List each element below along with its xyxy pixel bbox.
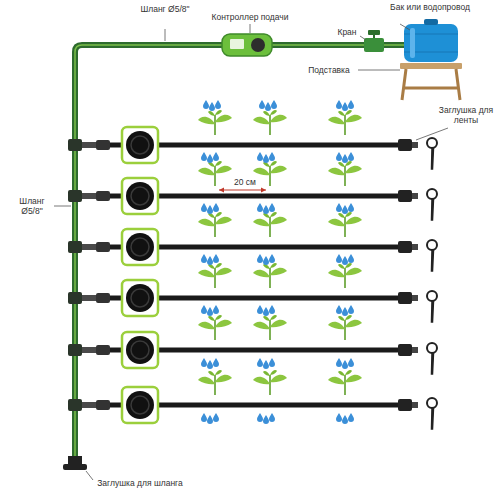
drop-cluster [259,100,277,111]
hose-plug [68,456,82,464]
plant [198,370,232,395]
drop-cluster [201,152,219,163]
drop-cluster [257,203,275,214]
plant [198,263,232,288]
hose-label: Шланг Ø5/8" [10,196,54,216]
tank-cap [424,19,438,25]
tank [404,24,458,62]
drop-cluster [257,152,275,163]
stand-legs [402,69,460,100]
drip-tape-row [68,178,437,220]
tank-label: Бак или водопровод [384,2,476,12]
drip-tape-row [68,127,437,169]
hose-plug-base [63,464,87,470]
hose-label: Шланг Ø5/8" [140,4,190,14]
dimension-label: 20 см [224,177,266,187]
drop-cluster [257,358,275,369]
controller-dial [251,38,265,52]
plant [253,315,287,340]
plant [253,212,287,237]
controller-display [230,39,244,49]
drop-cluster [201,413,219,424]
hose-plug-label: Заглушка для шланга [94,478,186,488]
plant [253,263,287,288]
valve-stem [373,35,375,38]
drop-cluster [336,358,354,369]
drip-tape-row [68,280,437,322]
plant [328,212,362,237]
tape-plug-label: Заглушка для ленты [437,105,495,125]
dimension-line [219,190,266,191]
plant [328,161,362,186]
valve [364,38,384,52]
plant [328,370,362,395]
drop-cluster [257,305,275,316]
drip-tape-row [68,332,437,374]
valve-handle [368,30,380,35]
leader-lines [54,24,448,480]
drop-cluster [336,305,354,316]
controller [222,34,272,56]
drop-cluster [257,413,275,424]
drop-cluster [336,203,354,214]
drop-cluster [201,203,219,214]
plant [253,370,287,395]
plant [198,315,232,340]
drop-cluster [203,100,221,111]
drip-tape-row [68,387,437,429]
plant [328,263,362,288]
drip-tape-row [68,229,437,271]
plant [198,212,232,237]
drop-cluster [201,305,219,316]
stand-label: Подставка [300,65,358,75]
valve-label: Кран [332,27,362,37]
tank-highlight [410,28,415,58]
dimension-arrowheads [219,188,266,193]
plant [198,110,232,135]
drop-cluster [201,254,219,265]
stand-top [400,63,462,69]
drop-cluster [201,358,219,369]
drop-cluster [336,100,354,111]
plant [253,110,287,135]
drop-cluster [336,254,354,265]
controller-label: Контроллер подачи [198,12,302,22]
plant [328,315,362,340]
drop-cluster [257,254,275,265]
plant [328,110,362,135]
drop-cluster [336,152,354,163]
drop-cluster [336,413,354,424]
